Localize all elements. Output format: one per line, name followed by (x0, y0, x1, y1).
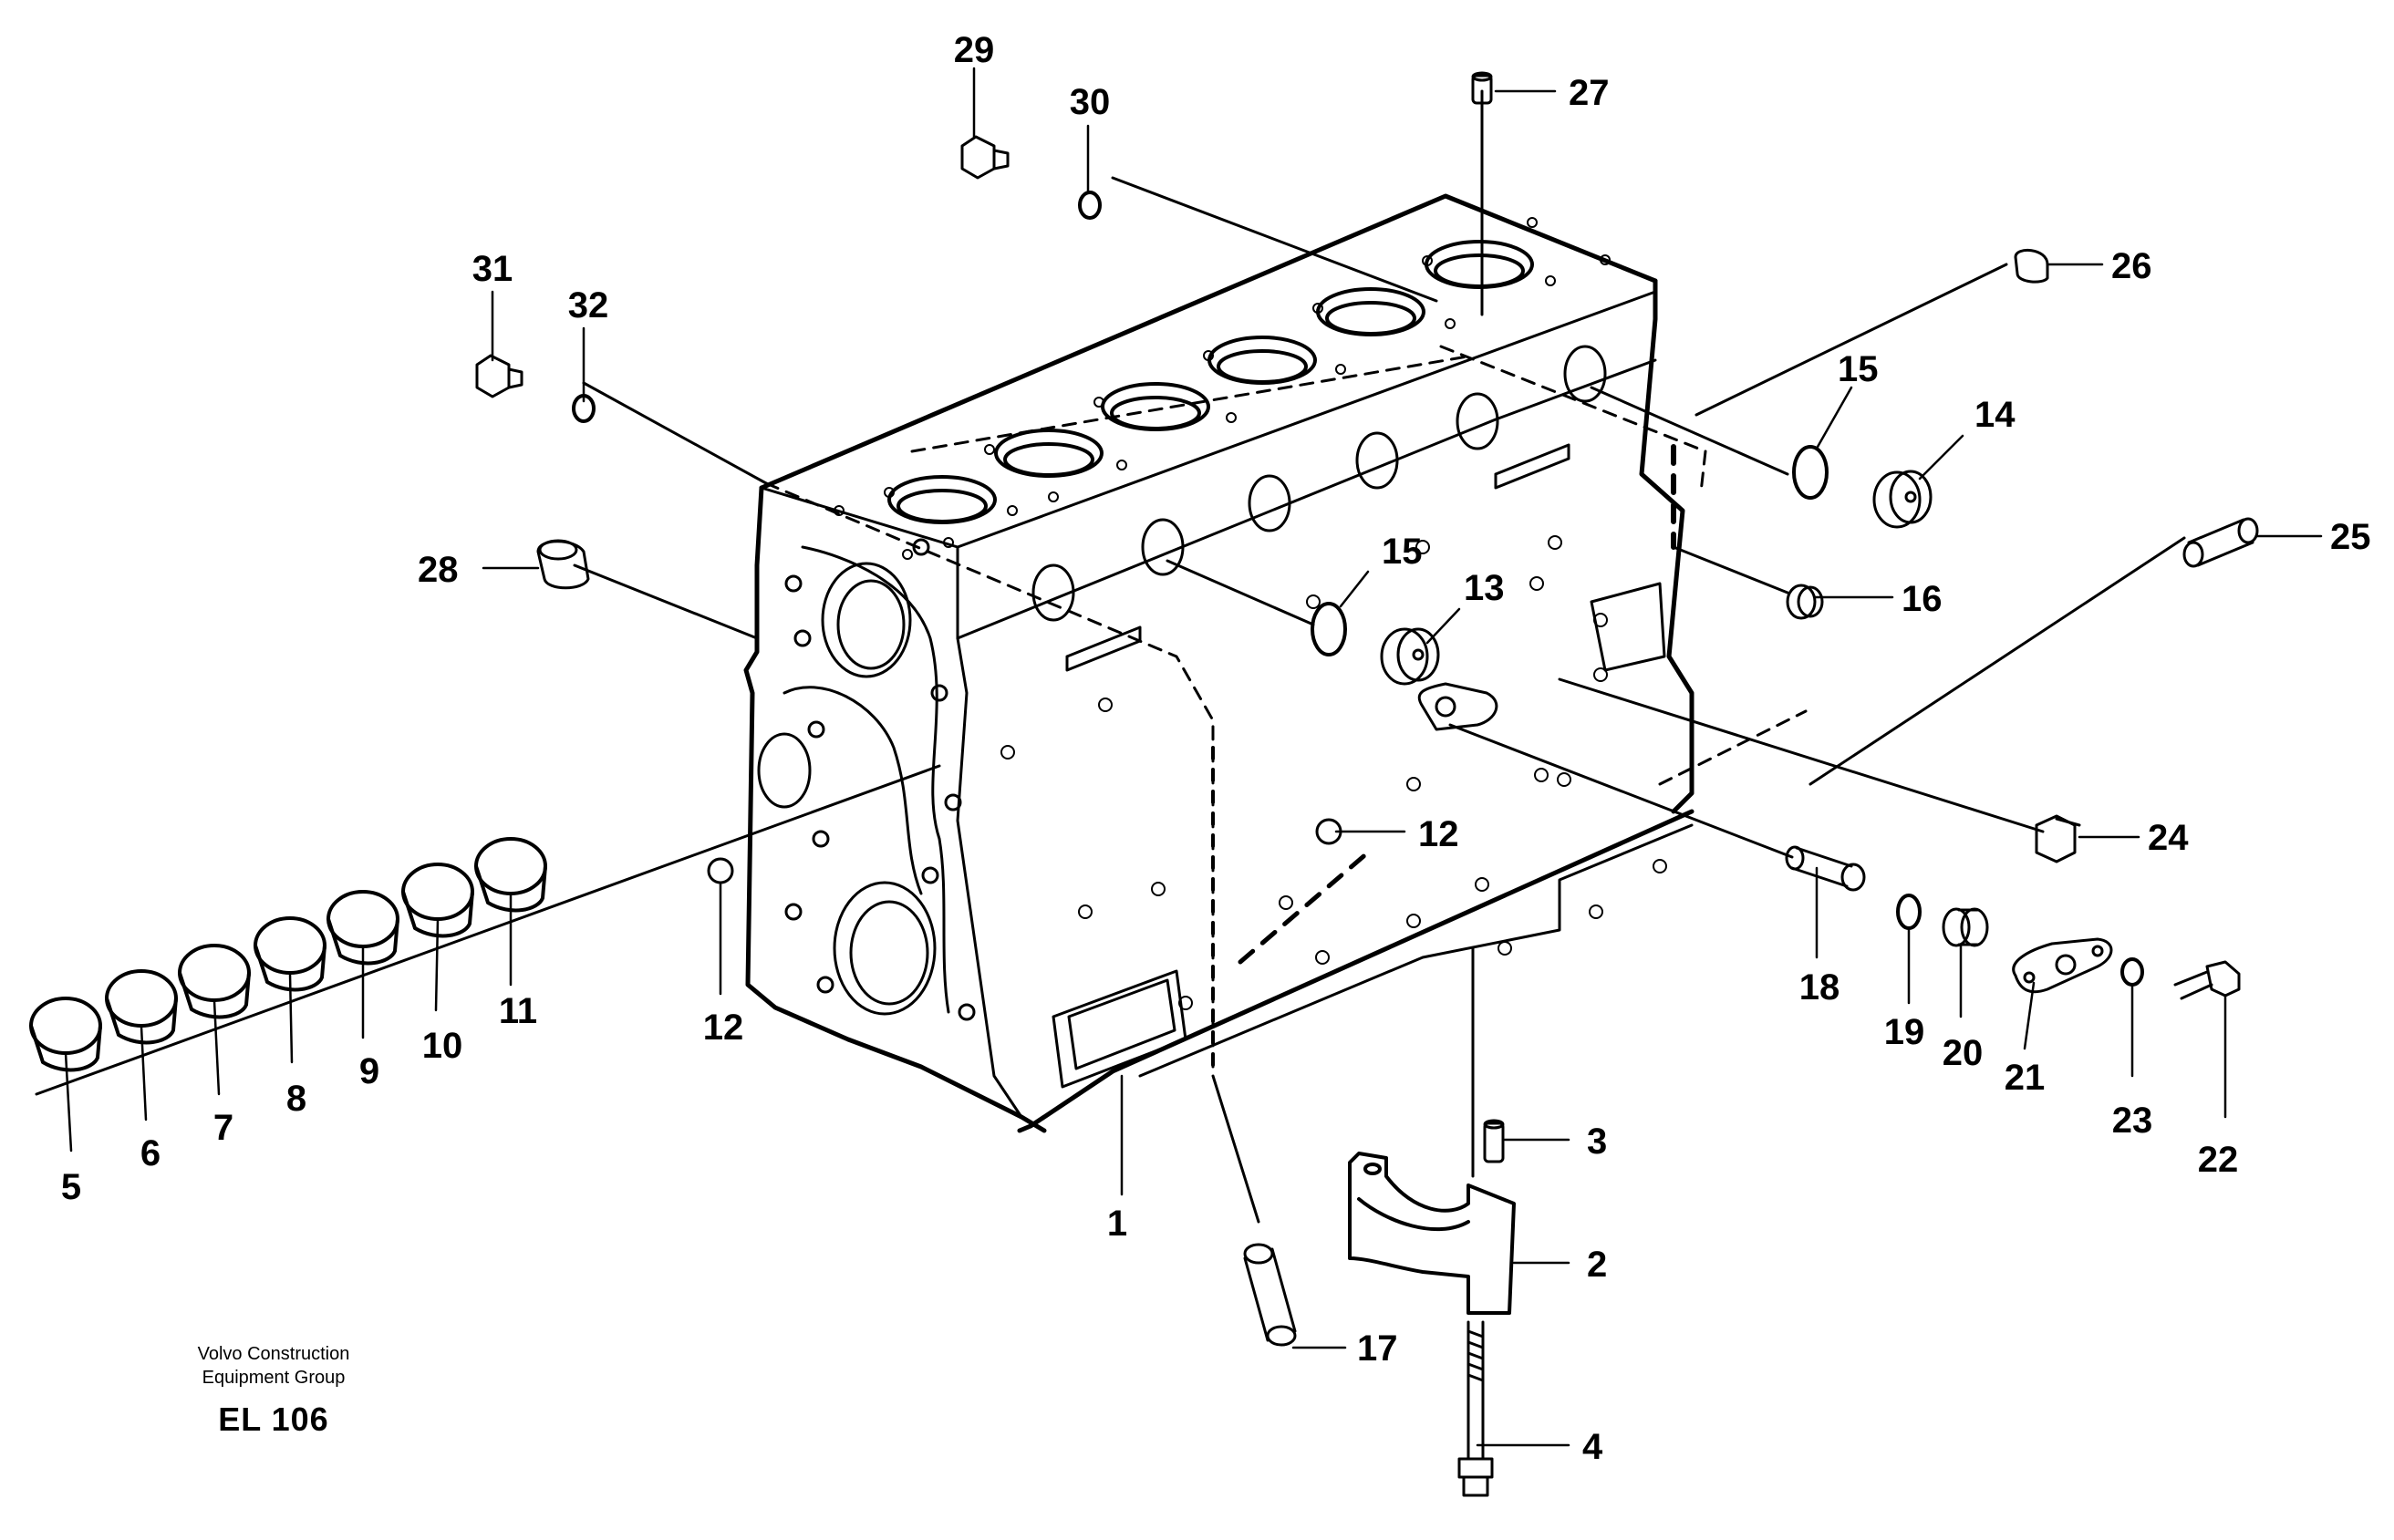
part-31-plug-bolt (475, 354, 523, 398)
part-3-dowel-pin (1483, 1119, 1505, 1163)
callout-16: 16 (1902, 579, 1943, 619)
deck-bolt-holes (834, 217, 1611, 560)
part-4-main-bearing-bolt (1457, 1320, 1494, 1497)
callout-20: 20 (1943, 1033, 1984, 1073)
part-25-dowel (2182, 517, 2259, 568)
callout-28: 28 (418, 550, 459, 590)
callout-labels: 29 30 27 26 31 32 15 14 25 28 15 13 16 2… (61, 30, 2371, 1467)
callout-25: 25 (2330, 517, 2371, 557)
leader-lines (35, 89, 2186, 1224)
callout-13: 13 (1464, 568, 1505, 608)
callout-6: 6 (140, 1133, 161, 1173)
part-22-bolt (2173, 960, 2241, 1000)
part-16-plug (1786, 584, 1824, 620)
callout-7: 7 (213, 1108, 233, 1148)
callout-12-left: 12 (703, 1008, 744, 1048)
side-bolt-holes (1000, 535, 1667, 1010)
part-21-flange (2012, 937, 2113, 994)
part-18-sleeve (1785, 845, 1866, 892)
callout-19: 19 (1884, 1012, 1925, 1052)
callout-21: 21 (2005, 1058, 2046, 1098)
callout-4: 4 (1582, 1427, 1603, 1467)
part-19-o-ring (1896, 894, 1922, 930)
callout-10: 10 (422, 1026, 463, 1066)
company-name-line-1: Volvo Construction (197, 1344, 350, 1364)
part-17-dowel (1243, 1243, 1297, 1347)
part-30-washer (1078, 191, 1102, 220)
callout-8: 8 (286, 1079, 306, 1119)
part-2-bearing-cap (1348, 1152, 1516, 1315)
callout-12-right: 12 (1418, 814, 1459, 854)
cylinder-block (743, 193, 1808, 1133)
callout-30: 30 (1070, 82, 1111, 122)
inspection-cover (1052, 969, 1187, 1089)
callout-leaders (64, 67, 2323, 1447)
part-15-o-ring-upper (1792, 445, 1829, 500)
part-15-o-ring-lower (1311, 602, 1347, 656)
part-26-plug (2014, 248, 2049, 284)
callout-32: 32 (568, 285, 609, 326)
cylinder-bores (887, 240, 1534, 524)
part-23-washer (2120, 957, 2144, 987)
callout-29: 29 (954, 30, 995, 70)
company-name-line-2: Equipment Group (202, 1368, 346, 1388)
callout-11: 11 (499, 991, 537, 1031)
part-20-fitting (1942, 907, 1989, 947)
hidden-lines (764, 345, 1808, 1069)
callout-3: 3 (1587, 1121, 1607, 1162)
illustration-code: EL 106 (218, 1400, 329, 1438)
part-14-cover-plug (1872, 470, 1933, 529)
callout-22: 22 (2198, 1140, 2239, 1180)
part-27-pin (1471, 71, 1493, 105)
callout-1: 1 (1107, 1204, 1127, 1244)
callout-9: 9 (359, 1051, 379, 1091)
callout-15-lower: 15 (1382, 532, 1423, 572)
callout-26: 26 (2111, 246, 2152, 286)
callout-5: 5 (61, 1167, 81, 1207)
callout-27: 27 (1569, 73, 1610, 113)
part-12-plug-a (707, 857, 734, 884)
callout-24: 24 (2148, 818, 2189, 858)
callout-31: 31 (472, 249, 513, 289)
part-24-plug-bolt (2035, 814, 2081, 863)
side-openings (1031, 345, 1607, 672)
part-28-plug (536, 539, 590, 590)
publisher-caption: Volvo Construction Equipment Group EL 10… (119, 1342, 429, 1439)
callout-23: 23 (2112, 1101, 2153, 1141)
part-13-cover-plug (1380, 627, 1440, 686)
timing-face-details (757, 538, 976, 1021)
callout-15-upper: 15 (1838, 349, 1879, 389)
callout-14: 14 (1974, 395, 2016, 435)
callout-2: 2 (1587, 1245, 1607, 1285)
callout-17: 17 (1357, 1328, 1398, 1369)
part-29-plug-bolt (960, 135, 1010, 180)
callout-18: 18 (1799, 967, 1840, 1008)
part-9-bushing (326, 890, 399, 966)
camshaft-bushings (29, 837, 547, 1072)
